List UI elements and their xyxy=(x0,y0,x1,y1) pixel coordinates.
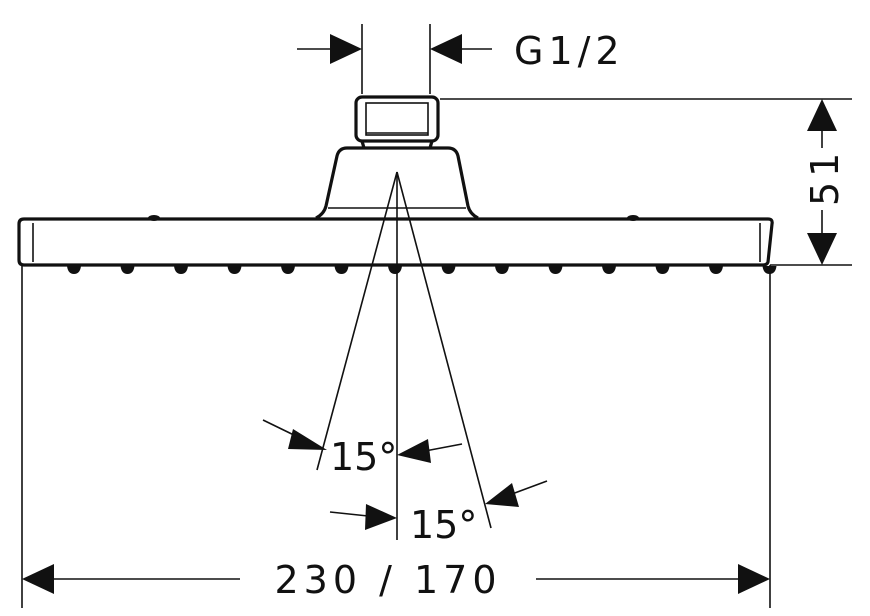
width-arrow-right xyxy=(738,564,770,594)
head-plate xyxy=(17,217,774,267)
angle-left-label: 15° xyxy=(330,435,397,479)
angle-right-arrow-b xyxy=(485,483,519,507)
angle-right-arrow-a xyxy=(365,504,397,530)
height-arrow-top xyxy=(807,99,837,131)
height-dimension: 51 xyxy=(440,98,852,266)
spray-line-left xyxy=(316,171,398,471)
spray-angle-lines xyxy=(316,171,492,540)
angle-right-dimension: 15° xyxy=(329,480,548,547)
nozzle xyxy=(495,266,509,274)
nozzle xyxy=(655,266,670,274)
height-label: 51 xyxy=(803,148,847,206)
nozzle xyxy=(709,266,723,274)
spray-nozzles xyxy=(67,266,777,274)
nozzle xyxy=(67,266,81,274)
angle-right-lead-a xyxy=(329,511,369,517)
angle-right-label: 15° xyxy=(410,503,477,547)
angle-left-dimension: 15° xyxy=(262,419,463,479)
angle-left-arrow-b xyxy=(397,439,431,463)
thread-dimension: G1/2 xyxy=(297,24,625,94)
angle-right-lead-b xyxy=(511,480,548,495)
nozzle xyxy=(388,266,402,274)
angle-left-lead-b xyxy=(424,443,463,452)
spray-line-right xyxy=(396,171,492,529)
nozzle xyxy=(227,266,242,274)
width-dimension: 230 / 170 xyxy=(21,265,771,608)
nut-to-housing-neck xyxy=(360,140,434,149)
angle-left-arrow-a xyxy=(288,429,327,450)
width-label: 230 / 170 xyxy=(274,558,501,602)
thread-arrow-left xyxy=(330,34,362,64)
connector-housing xyxy=(315,146,479,220)
nozzle xyxy=(120,266,135,274)
nozzle xyxy=(602,266,616,274)
nozzle xyxy=(548,266,563,274)
nozzle xyxy=(281,266,295,274)
thread-arrow-right xyxy=(430,34,462,64)
thread-nut-inner xyxy=(365,102,429,136)
shower-head-body xyxy=(17,95,777,274)
plate-top-bumps xyxy=(148,215,639,221)
width-arrow-left xyxy=(22,564,54,594)
nozzle xyxy=(441,266,456,274)
thread-label: G1/2 xyxy=(514,29,625,73)
thread-nut xyxy=(354,95,440,143)
height-arrow-bottom xyxy=(807,233,837,265)
nozzle xyxy=(174,266,188,274)
nozzle xyxy=(334,266,349,274)
